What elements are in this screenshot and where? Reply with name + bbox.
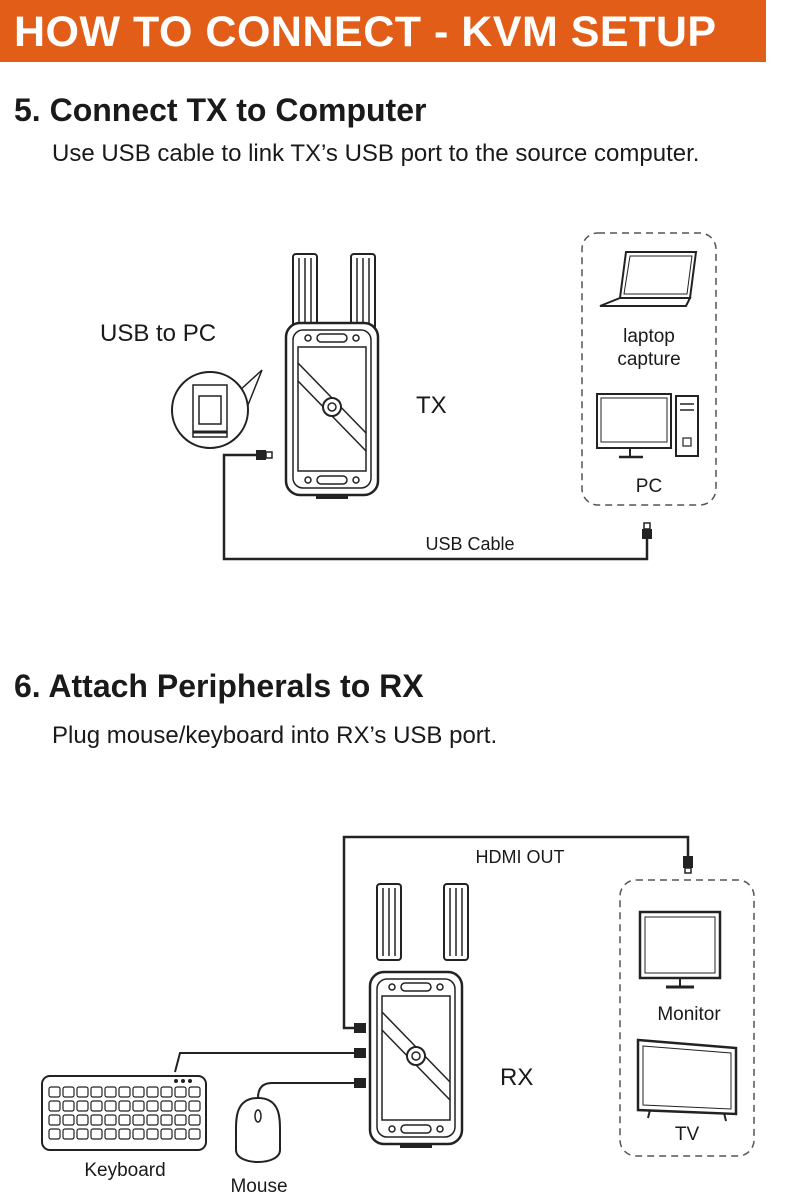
usb-cable-label: USB Cable [425,534,514,554]
antenna-icon [292,253,318,331]
keyboard-key [188,1086,201,1098]
tx-label: TX [416,392,447,419]
keyboard-key [104,1100,117,1112]
keyboard-key [104,1114,117,1126]
keyboard-key [188,1128,201,1140]
keyboard-key [118,1086,131,1098]
keyboard-key [76,1100,89,1112]
tv-label: TV [675,1124,700,1145]
keyboard-key [118,1114,131,1126]
mouse-cable [257,1078,366,1099]
keyboard-key [160,1114,173,1126]
keyboard-key [132,1128,145,1140]
source-computer-group [581,232,717,506]
usb-plug-icon [683,856,693,874]
pc-label: PC [636,476,662,497]
step-5-description: Use USB cable to link TX’s USB port to t… [52,140,700,167]
keyboard-key [48,1114,61,1126]
keyboard-key [188,1114,201,1126]
monitor-icon [638,910,722,989]
keyboard-key [48,1100,61,1112]
step-6-description: Plug mouse/keyboard into RX’s USB port. [52,722,498,749]
desktop-pc-icon [596,393,699,459]
tv-icon [636,1038,738,1122]
hdmi-cable [342,835,693,1033]
keyboard-key [90,1100,103,1112]
keyboard-key [90,1114,103,1126]
keyboard-key [188,1100,201,1112]
mouse-label: Mouse [230,1176,287,1192]
keyboard-key [90,1128,103,1140]
keyboard-key [174,1114,187,1126]
keyboard-key [174,1100,187,1112]
keyboard-key [146,1086,159,1098]
keyboard-key [174,1086,187,1098]
keyboard-key [146,1100,159,1112]
usb-plug-icon [642,522,652,539]
display-group [619,879,755,1157]
keyboard-key [146,1128,159,1140]
hdmi-out-label: HDMI OUT [476,847,565,867]
keyboard-key [160,1086,173,1098]
rx-device [368,883,469,1150]
keyboard-key [132,1086,145,1098]
header-banner: HOW TO CONNECT - KVM SETUP [0,0,766,62]
usb-cable [222,450,652,561]
monitor-label: Monitor [657,1004,721,1025]
keyboard-key [90,1086,103,1098]
keyboard-label: Keyboard [84,1160,165,1181]
keyboard-key [160,1100,173,1112]
keyboard-key [62,1114,75,1126]
antenna-icon [350,253,376,331]
usb-to-pc-label: USB to PC [100,320,216,347]
keyboard-key [76,1086,89,1098]
step-5-title: 5. Connect TX to Computer [14,92,427,128]
step-6-title: 6. Attach Peripherals to RX [14,668,424,704]
page-title: HOW TO CONNECT - KVM SETUP [14,8,717,56]
laptop-label-line1: laptop [623,326,675,347]
antenna-icon [376,883,402,961]
mouse-icon [235,1096,281,1163]
keyboard-key [48,1128,61,1140]
antenna-icon [443,883,469,961]
keyboard-key [62,1100,75,1112]
keyboard-key [118,1100,131,1112]
keyboard-key [146,1114,159,1126]
keyboard-key [76,1128,89,1140]
keyboard-key [174,1128,187,1140]
usb-plug-icon [256,450,273,460]
keyboard-icon [41,1075,207,1151]
keyboard-key [104,1086,117,1098]
keyboard-key [160,1128,173,1140]
magnifier-callout-icon [171,369,263,449]
keyboard-cable [174,1048,366,1073]
rx-label: RX [500,1064,533,1091]
laptop-icon [599,251,698,307]
laptop-label-line2: capture [617,349,680,370]
keyboard-key [62,1086,75,1098]
keyboard-key [104,1128,117,1140]
keyboard-key [132,1100,145,1112]
keyboard-key [48,1086,61,1098]
keyboard-key [76,1114,89,1126]
keyboard-key [118,1128,131,1140]
keyboard-key [62,1128,75,1140]
keyboard-key [132,1114,145,1126]
tx-device [284,253,380,501]
